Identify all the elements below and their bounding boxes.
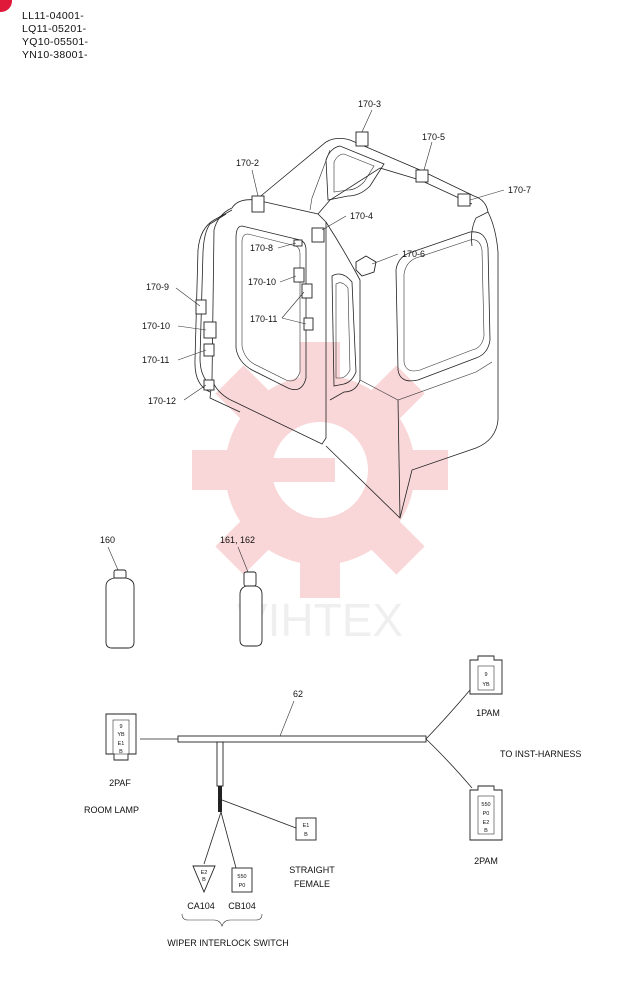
- leader-lines: [175, 109, 505, 401]
- callout-170-11: 170-11: [142, 355, 169, 365]
- pin-label: 9: [119, 724, 122, 730]
- callout-170-10: 170-10: [248, 277, 276, 287]
- wire-harness-62: 62: [140, 689, 473, 869]
- callout-161-162: 161, 162: [220, 535, 255, 545]
- connector-label-ca104: CA104: [187, 901, 215, 911]
- callout-170-6: 170-6: [402, 249, 425, 259]
- pin-label: E1: [118, 741, 125, 747]
- part-170-12: [203, 379, 215, 391]
- callout-170-12: 170-12: [148, 396, 176, 406]
- connector-label-2paf: 2PAF: [109, 778, 131, 788]
- part-170-8: [293, 239, 303, 247]
- serial-number: YQ10-05501-: [22, 36, 89, 48]
- wiper-interlock-label: WIPER INTERLOCK SWITCH: [167, 938, 289, 948]
- part-170-5: [415, 169, 429, 183]
- pin-label: E2: [483, 820, 490, 826]
- part-170-10-upper: [293, 267, 305, 283]
- part-170-3: [355, 131, 369, 147]
- connector-1pam: 9 YB 1PAM: [469, 655, 503, 718]
- callout-170-9: 170-9: [146, 282, 169, 292]
- callout-170-10: 170-10: [142, 321, 170, 331]
- callout-160: 160: [100, 535, 115, 545]
- bottle-161-162: 161, 162: [220, 535, 263, 647]
- straight-label: STRAIGHT: [289, 865, 335, 875]
- callout-170-11: 170-11: [250, 314, 277, 324]
- connector-2pam: 550 P0 E2 B 2PAM: [469, 785, 503, 866]
- callout-62: 62: [293, 689, 303, 699]
- connector-ca104: E2 B CA104: [187, 865, 216, 911]
- connector-straight-female: E1 B STRAIGHT FEMALE: [289, 817, 335, 889]
- serial-number: LQ11-05201-: [22, 23, 87, 35]
- watermark-text: VIHTEX: [237, 594, 403, 646]
- pin-label: P0: [483, 811, 490, 817]
- female-label: FEMALE: [294, 879, 330, 889]
- connector-label-1pam: 1PAM: [476, 708, 500, 718]
- pin-label: 9: [484, 672, 487, 678]
- callout-170-8: 170-8: [250, 243, 273, 253]
- part-170-2: [251, 195, 265, 213]
- connector-2paf: 9 YB E1 B 2PAF: [105, 713, 137, 788]
- part-170-11-upper: [301, 283, 313, 299]
- pin-label: 550: [481, 802, 490, 808]
- pin-label: P0: [239, 883, 246, 889]
- part-170-7: [457, 193, 471, 207]
- cab-callouts: 170-3 170-5 170-7 170-2 170-4 170-6 170-…: [142, 99, 531, 406]
- part-170-11-side: [203, 343, 215, 357]
- pin-label: B: [484, 828, 488, 834]
- to-inst-harness-label: TO INST-HARNESS: [500, 749, 581, 759]
- part-170-4: [311, 227, 325, 243]
- connector-cb104: 550 P0 CB104: [228, 867, 256, 911]
- serial-number: YN10-38001-: [22, 49, 88, 61]
- pin-label: YB: [482, 682, 490, 688]
- part-170-9: [195, 299, 207, 315]
- callout-170-2: 170-2: [236, 158, 259, 168]
- pin-label: B: [304, 832, 308, 838]
- part-170-11-lower: [303, 317, 314, 331]
- callout-170-3: 170-3: [358, 99, 381, 109]
- pin-label: E1: [303, 823, 310, 829]
- cab-illustration: [194, 131, 499, 519]
- pin-label: E2: [201, 870, 208, 876]
- part-170-6: [355, 255, 377, 277]
- bottle-160: 160: [100, 535, 135, 649]
- callout-170-7: 170-7: [508, 185, 531, 195]
- room-lamp-label: ROOM LAMP: [84, 805, 139, 815]
- pin-label: 550: [237, 874, 246, 880]
- pin-label: B: [202, 877, 206, 883]
- pin-label: B: [119, 749, 123, 755]
- watermark-logo: VIHTEX: [192, 342, 448, 646]
- connector-label-2pam: 2PAM: [474, 856, 498, 866]
- pin-label: YB: [117, 732, 125, 738]
- serial-number: LL11-04001-: [22, 10, 85, 22]
- connector-label-cb104: CB104: [228, 901, 256, 911]
- callout-170-4: 170-4: [350, 211, 373, 221]
- callout-170-5: 170-5: [422, 132, 445, 142]
